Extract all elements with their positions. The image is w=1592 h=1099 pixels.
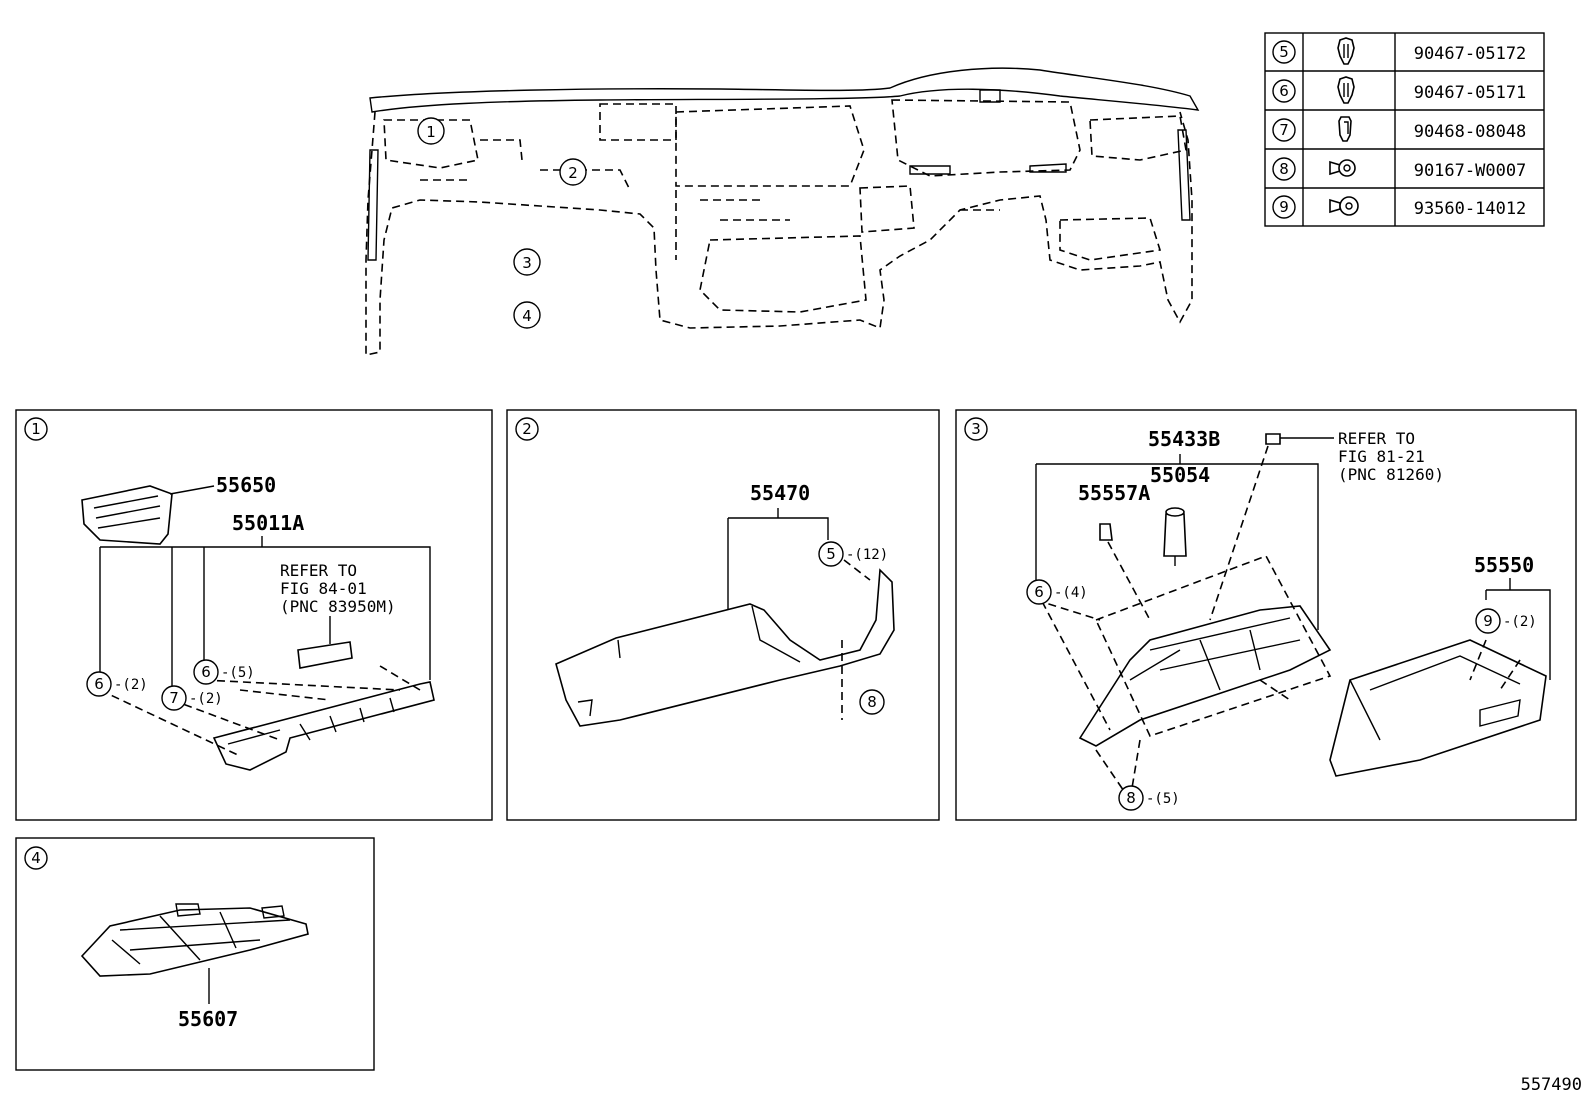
ref-circle-label: 9	[1483, 612, 1493, 630]
qty-label: -(5)	[221, 665, 255, 681]
panel-index: 2	[522, 420, 532, 438]
panel-index: 4	[31, 849, 41, 867]
ref-number: 9	[1279, 198, 1289, 216]
glove-box-part	[1329, 639, 1547, 777]
overview-marker-2	[559, 158, 587, 186]
ref-circle-label: 5	[826, 545, 836, 563]
ref-circle-label: 6	[94, 675, 104, 693]
switch-part	[297, 641, 353, 669]
qty-label: -(12)	[846, 547, 888, 563]
part-label-55557A: 55557A	[1078, 481, 1150, 505]
refer-note-line1: REFER TO	[1338, 429, 1415, 448]
part-number: 90467-05171	[1414, 83, 1527, 103]
fastener-table: 5 90467-05172 6 90467-05171 7 90468-0804…	[1264, 32, 1545, 227]
ref-circle-label: 8	[867, 693, 877, 711]
qty-label: -(2)	[114, 677, 148, 693]
overview-marker-label: 1	[426, 123, 436, 141]
ref-circle-label: 6	[201, 663, 211, 681]
qty-label: -(5)	[1146, 791, 1180, 807]
ref-circle-6	[1272, 79, 1296, 103]
overview-marker-label: 4	[522, 307, 532, 325]
panel-2: 2 55470 5 -(12) 8	[506, 409, 940, 821]
illustration-number: 557490	[1521, 1075, 1582, 1095]
part-number: 90467-05172	[1414, 44, 1527, 64]
screw-icon	[1329, 159, 1356, 177]
panel-3: 3 55433B 55557A 55054 REFER TO FIG 81-21…	[955, 409, 1577, 821]
part-label-55550: 55550	[1474, 553, 1534, 577]
ref-circle-9	[1272, 195, 1296, 219]
ref-number: 7	[1279, 121, 1289, 139]
overview-marker-label: 3	[522, 254, 532, 272]
ref-number: 5	[1279, 43, 1289, 61]
overview-marker-3	[513, 248, 541, 276]
part-label-55433B: 55433B	[1148, 427, 1220, 451]
ref-circle-label: 6	[1034, 583, 1044, 601]
part-label-55650: 55650	[216, 473, 276, 497]
ref-circle-label: 7	[169, 689, 179, 707]
panel-index: 1	[31, 420, 41, 438]
glove-box-door-part	[1078, 605, 1332, 747]
ref-circle-7	[1272, 118, 1296, 142]
part-label-55054: 55054	[1150, 463, 1210, 487]
center-trim-part	[212, 681, 435, 771]
part-label-55470: 55470	[750, 481, 810, 505]
clip-icon	[1338, 116, 1352, 142]
clip-icon	[1337, 76, 1355, 104]
refer-note-line2: FIG 84-01	[280, 579, 367, 598]
ref-number: 8	[1279, 160, 1289, 178]
ref-circle-label: 8	[1126, 789, 1136, 807]
part-label-55607: 55607	[178, 1007, 238, 1031]
refer-note-line1: REFER TO	[280, 561, 357, 580]
clip-icon	[1337, 37, 1355, 65]
overview-marker-label: 2	[568, 164, 578, 182]
ref-number: 6	[1279, 82, 1289, 100]
qty-label: -(4)	[1054, 585, 1088, 601]
glove-box-liner-part	[80, 903, 309, 977]
panel-1: 1 55650 55011A REFER TO FIG 84-01 (PNC 8…	[15, 409, 493, 821]
screw-icon	[1329, 196, 1359, 216]
ref-circle-8	[1272, 157, 1296, 181]
refer-note-line3: (PNC 81260)	[1338, 465, 1444, 484]
air-vent-part	[81, 485, 173, 545]
refer-note-line3: (PNC 83950M)	[280, 597, 396, 616]
overview-marker-4	[513, 301, 541, 329]
qty-label: -(2)	[1503, 614, 1537, 630]
part-number: 90167-W0007	[1414, 161, 1527, 181]
overview-marker-1	[417, 117, 445, 145]
part-number: 90468-08048	[1414, 122, 1527, 142]
panel-index: 3	[971, 420, 981, 438]
refer-note-line2: FIG 81-21	[1338, 447, 1425, 466]
panel-4: 4 55607	[15, 837, 375, 1071]
dashboard-overview: 1 2 3 4	[365, 67, 1200, 356]
ref-circle-5	[1272, 40, 1296, 64]
lower-panel-part	[555, 568, 895, 727]
part-label-55011A: 55011A	[232, 511, 304, 535]
qty-label: -(2)	[189, 691, 223, 707]
part-number: 93560-14012	[1414, 199, 1527, 219]
damper-part	[1163, 507, 1187, 566]
